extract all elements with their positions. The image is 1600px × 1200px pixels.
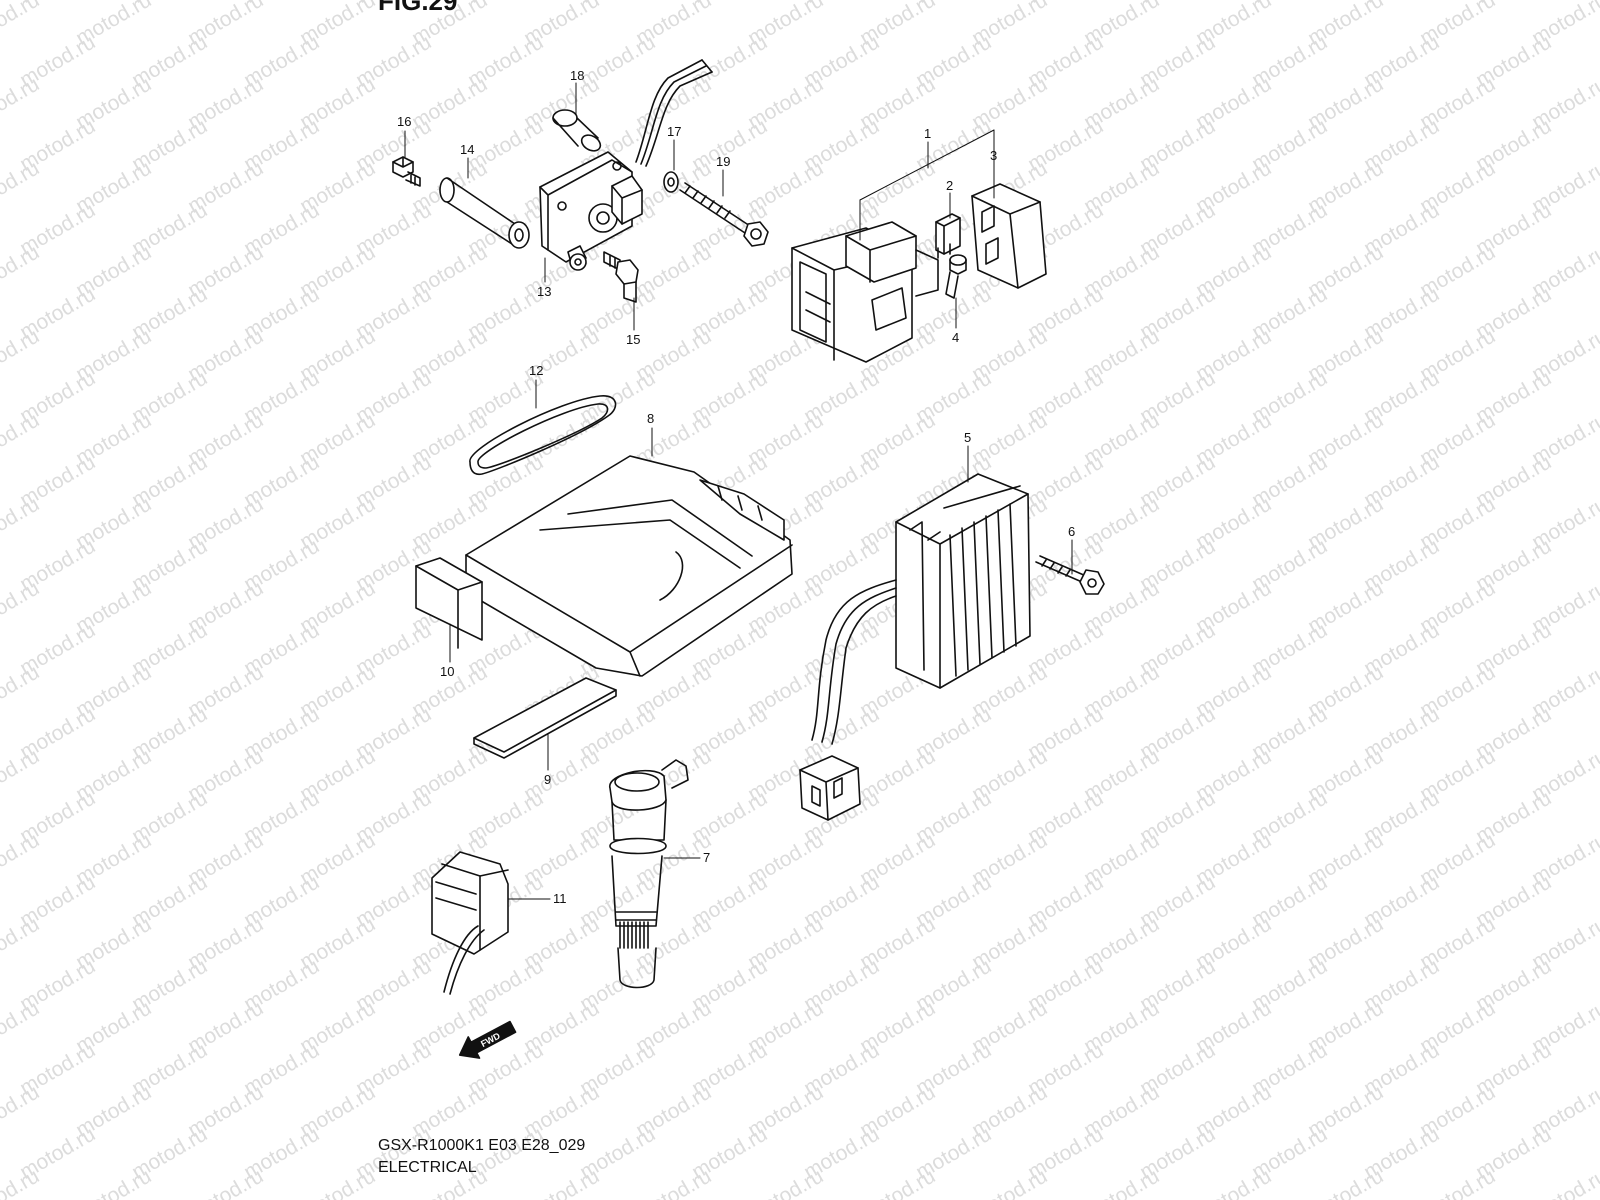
part-7-ignition-coil [609,759,689,989]
callout-12: 12 [529,363,543,378]
part-5-regulator [799,473,1031,821]
callout-14: 14 [460,142,474,157]
part-15-bolt [603,251,639,303]
part-11-coil [431,851,509,995]
callout-17: 17 [667,124,681,139]
part-8-ecm [465,455,793,677]
part-6-bolt [1035,555,1105,595]
callout-6: 6 [1068,524,1075,539]
callout-16: 16 [397,114,411,129]
callout-11: 11 [553,891,567,906]
callout-18: 18 [570,68,584,83]
part-18-cushion [552,109,602,152]
part-14-collar [439,177,530,249]
callout-1: 1 [924,126,931,141]
callout-10: 10 [440,664,454,679]
figure-title: FIG.29 [378,0,458,16]
callout-9: 9 [544,772,551,787]
part-13-sensor-assembly [539,59,713,271]
callout-19: 19 [716,154,730,169]
fwd-arrow: FWD [458,1020,517,1059]
part-9-strip [473,677,617,759]
part-2-fuse [935,213,961,259]
section-caption: ELECTRICAL [378,1159,477,1176]
callout-5: 5 [964,430,971,445]
callout-15: 15 [626,332,640,347]
part-4-screw [945,254,967,299]
callout-2: 2 [946,178,953,193]
callout-labels: 18 16 14 17 19 13 15 1 2 3 4 12 8 5 6 10… [397,68,1075,906]
part-19-bolt [679,182,769,247]
callout-7: 7 [703,850,710,865]
callout-3: 3 [990,148,997,163]
callout-8: 8 [647,411,654,426]
callout-4: 4 [952,330,959,345]
model-code-caption: GSX-R1000K1 E03 E28_029 [378,1137,586,1154]
leader-lines [404,82,1073,900]
part-3-fuse-cover [971,183,1047,289]
part-16-bolt [392,156,421,187]
part-12-seal [469,395,617,476]
callout-13: 13 [537,284,551,299]
part-1-relay-assembly [791,221,939,363]
part-10-pad [415,557,483,649]
part-17-washer [663,171,679,193]
